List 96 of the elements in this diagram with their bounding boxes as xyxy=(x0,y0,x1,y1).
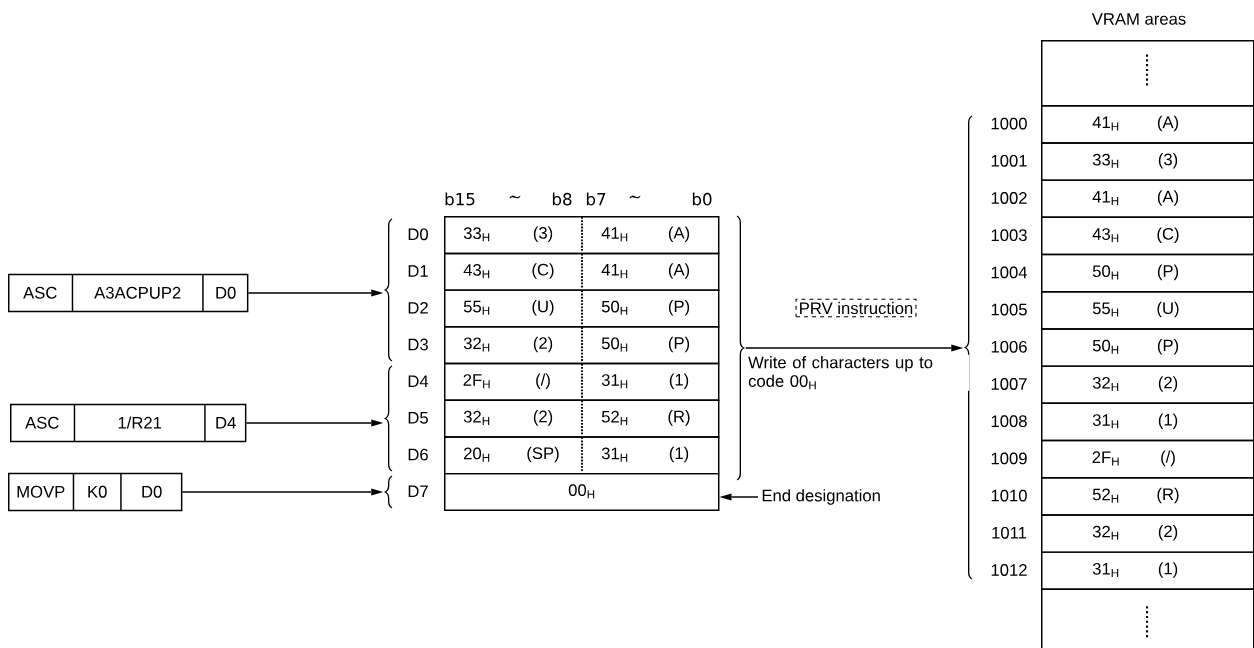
node-label: (P) xyxy=(668,300,690,316)
memory-cell: 32$_{H}$ (2) xyxy=(1041,514,1254,553)
register-label: D5 xyxy=(408,412,428,424)
memory-cell: 33$_{H}$ (3) xyxy=(1041,142,1254,181)
bit-label: b15 xyxy=(445,192,475,206)
node-label: 32$_{H}$ xyxy=(463,337,490,352)
address-label: 1006 xyxy=(991,340,1027,353)
node-label: 43$_{H}$ xyxy=(463,264,490,279)
node-label: 2F$_{H}$ xyxy=(1092,451,1119,466)
address-label: 1003 xyxy=(991,229,1027,242)
register-label: D3 xyxy=(408,338,428,351)
node-label: (A) xyxy=(668,263,690,279)
node-label: (/) xyxy=(1161,450,1175,467)
memory-cell: 31$_{H}$ (1) xyxy=(1041,551,1254,591)
register-row: 55$_{H}$ (U) 50$_{H}$ (P) xyxy=(444,289,720,328)
register-row: 43$_{H}$ (C) 41$_{H}$ (A) xyxy=(444,252,720,291)
annotation-text: End designation xyxy=(762,489,880,505)
node-label: 2F$_{H}$ xyxy=(463,374,490,389)
address-label: 1007 xyxy=(991,378,1027,390)
memory-cell: 41$_{H}$ (A) xyxy=(1041,105,1254,144)
node-label: 50$_{H}$ xyxy=(601,300,628,315)
node-label: 32$_{H}$ xyxy=(463,410,490,425)
memory-cell xyxy=(1041,588,1254,648)
memory-cell: 41$_{H}$ (A) xyxy=(1041,179,1254,219)
node-label: (1) xyxy=(669,446,689,463)
address-label: 1002 xyxy=(991,192,1027,204)
brace xyxy=(384,475,393,509)
node-label: 41$_{H}$ xyxy=(601,227,628,242)
edge-label: Write of characters up to code 00$_{H}$ xyxy=(748,356,933,390)
node-label: (2) xyxy=(533,336,553,353)
memory-cell: 55$_{H}$ (U) xyxy=(1041,291,1254,330)
memory-cell: 50$_{H}$ (P) xyxy=(1041,253,1254,293)
register-row: 32$_{H}$ (2) 52$_{H}$ (R) xyxy=(444,399,720,438)
brace xyxy=(384,365,393,472)
address-label: 1010 xyxy=(991,489,1027,502)
node-label: (/) xyxy=(536,373,550,389)
node-label: (P) xyxy=(668,336,690,353)
bit-label: b8 xyxy=(552,192,572,206)
node-label: (R) xyxy=(668,410,690,426)
instruction-box: ASC A3ACPUP2 D0 xyxy=(8,273,249,313)
node-label: (U) xyxy=(532,300,554,316)
address-label: 1001 xyxy=(991,154,1027,167)
memory-cell: 43$_{H}$ (C) xyxy=(1041,216,1254,256)
address-label: 1005 xyxy=(991,303,1027,316)
node-label: 52$_{H}$ xyxy=(601,410,628,425)
bit-label: b0 xyxy=(692,192,712,206)
register-label: D2 xyxy=(408,302,428,314)
register-label: D6 xyxy=(408,448,428,461)
bit-label: b7 xyxy=(586,192,606,206)
register-row: 33$_{H}$ (3) 41$_{H}$ (A) xyxy=(444,216,720,255)
instruction-box: ASC 1/R21 D4 xyxy=(10,403,247,443)
arrow xyxy=(719,493,759,501)
register-label: D0 xyxy=(408,228,428,241)
memory-cell: 52$_{H}$ (R) xyxy=(1041,477,1254,516)
brace xyxy=(736,215,745,481)
arrow xyxy=(745,344,964,352)
node-label: 31$_{H}$ xyxy=(601,374,628,389)
arrow xyxy=(181,488,384,496)
brace xyxy=(384,218,393,362)
node-label: 33$_{H}$ xyxy=(463,227,490,242)
node-label: 41$_{H}$ xyxy=(601,264,628,279)
register-label: D7 xyxy=(408,485,428,498)
node-label: (SP) xyxy=(527,446,559,463)
node-label: 50$_{H}$ xyxy=(601,337,628,352)
node-label: (3) xyxy=(533,226,553,243)
heading: VRAM areas xyxy=(1091,13,1186,25)
address-label: 1011 xyxy=(992,526,1027,539)
brace xyxy=(964,115,973,580)
memory-cell: 50$_{H}$ (P) xyxy=(1041,328,1254,367)
node-label: (1) xyxy=(669,373,689,389)
register-row: 2F$_{H}$ (/) 31$_{H}$ (1) xyxy=(444,362,720,401)
node-label: 31$_{H}$ xyxy=(601,447,628,462)
address-label: 1000 xyxy=(991,117,1027,130)
register-label: D1 xyxy=(408,265,428,277)
bit-label: ∼ xyxy=(629,195,641,199)
node-label: (2) xyxy=(533,410,553,426)
register-row: 00$_{H}$ xyxy=(444,472,720,512)
register-row: 20$_{H}$ (SP) 31$_{H}$ (1) xyxy=(444,436,720,475)
memory-cell: 2F$_{H}$ (/) xyxy=(1041,439,1254,479)
node-label: (A) xyxy=(668,226,690,243)
address-label: 1009 xyxy=(991,452,1027,465)
address-label: 1008 xyxy=(991,415,1027,428)
memory-cell: 31$_{H}$ (1) xyxy=(1041,402,1254,442)
node-label: 55$_{H}$ xyxy=(463,300,490,315)
register-row: 32$_{H}$ (2) 50$_{H}$ (P) xyxy=(444,326,720,365)
bit-label: ∼ xyxy=(509,195,521,199)
node-label: 20$_{H}$ xyxy=(464,447,490,462)
instruction-tag: PRV instruction xyxy=(795,298,917,318)
register-label: D4 xyxy=(408,375,429,387)
node-label: (C) xyxy=(532,263,554,279)
arrow xyxy=(245,419,384,427)
arrow xyxy=(247,289,384,297)
memory-cell: 32$_{H}$ (2) xyxy=(1041,365,1254,405)
address-label: 1004 xyxy=(991,266,1028,279)
instruction-box: MOVP K0 D0 xyxy=(8,472,183,512)
address-label: 1012 xyxy=(991,564,1027,576)
